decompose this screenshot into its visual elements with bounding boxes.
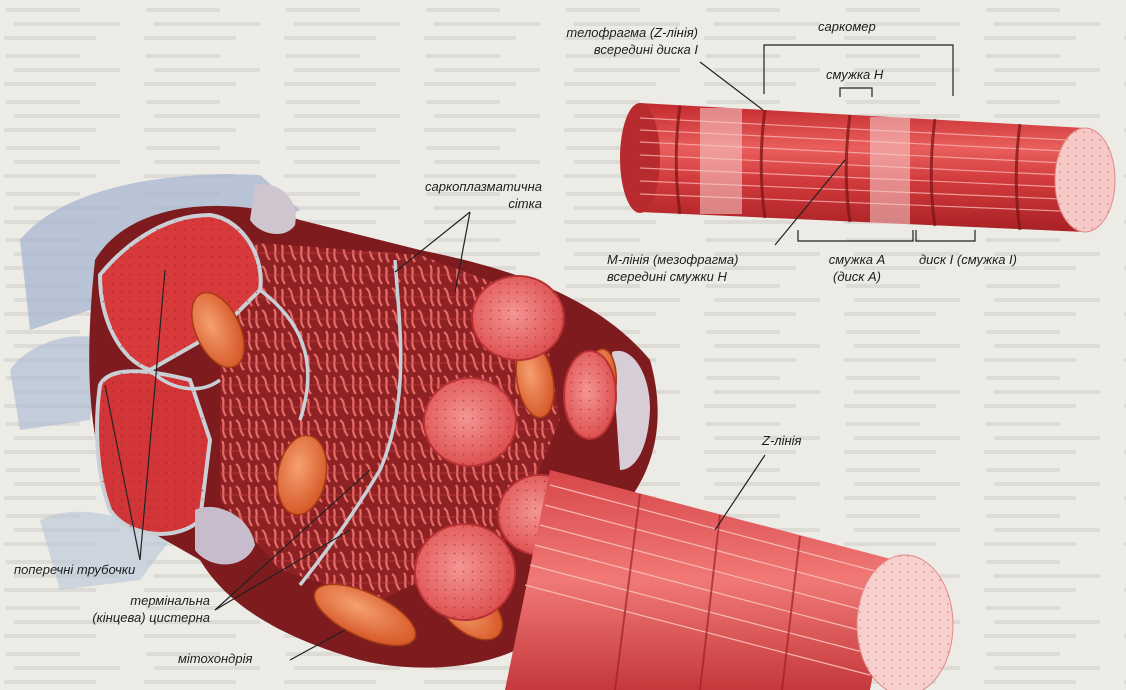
label-a-band-line1: смужка A	[812, 251, 902, 268]
label-z-line: Z-лінія	[762, 432, 801, 449]
label-mitochondrion: мітохондрія	[178, 650, 252, 667]
label-a-band: смужка A (диск A)	[812, 251, 902, 285]
label-telophragma: телофрагма (Z-лінія) всередині диска I	[520, 24, 698, 58]
label-m-line-line2: всередині смужки H	[607, 268, 739, 285]
label-m-line-line1: М-лінія (мезофрагма)	[607, 251, 739, 268]
label-a-band-line2: (диск A)	[812, 268, 902, 285]
label-terminal-cistern: термінальна (кінцева) цистерна	[40, 592, 210, 626]
label-i-disc: диск I (смужка I)	[919, 251, 1017, 268]
label-terminal-line2: (кінцева) цистерна	[40, 609, 210, 626]
label-transverse-tubules: поперечні трубочки	[14, 561, 135, 578]
label-sr-line1: саркоплазматична	[360, 178, 542, 195]
label-sarcoplasmic-reticulum: саркоплазматична сітка	[360, 178, 542, 212]
label-sarcomere: саркомер	[818, 18, 876, 35]
label-h-band: смужка H	[826, 66, 883, 83]
label-m-line: М-лінія (мезофрагма) всередині смужки H	[607, 251, 739, 285]
label-telophragma-line1: телофрагма (Z-лінія)	[520, 24, 698, 41]
label-terminal-line1: термінальна	[40, 592, 210, 609]
label-telophragma-line2: всередині диска I	[520, 41, 698, 58]
label-sr-line2: сітка	[360, 195, 542, 212]
